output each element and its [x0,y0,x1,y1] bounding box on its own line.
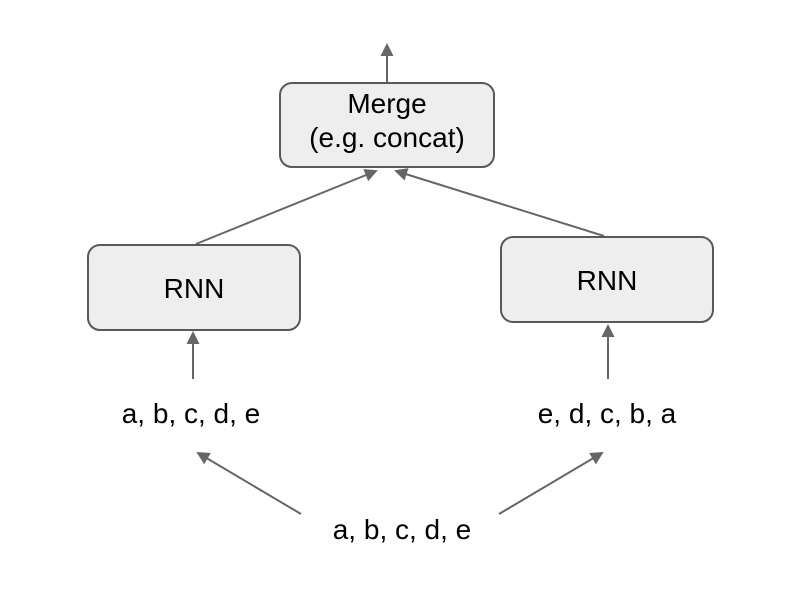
rnn-right-box [500,236,714,323]
arrow-right-rnn-to-merge [394,168,605,237]
merge-label-line1: Merge [347,88,426,119]
rnn-left-box [87,244,301,331]
rnn-left-label: RNN [164,273,225,304]
input-sequence-label: a, b, c, d, e [333,514,472,545]
merge-node: Merge (e.g. concat) [279,82,495,168]
rnn-right-node: RNN [500,236,714,323]
arrow-left-rnn-to-merge [195,169,378,245]
rnn-left-node: RNN [87,244,301,331]
arrow-input-to-left-sequence [196,452,302,515]
right-sequence-label: e, d, c, b, a [538,398,677,429]
left-sequence-label: a, b, c, d, e [122,398,261,429]
rnn-right-label: RNN [577,265,638,296]
merge-label-line2: (e.g. concat) [309,122,465,153]
arrow-input-to-right-sequence [498,452,604,515]
merge-box [279,82,495,168]
